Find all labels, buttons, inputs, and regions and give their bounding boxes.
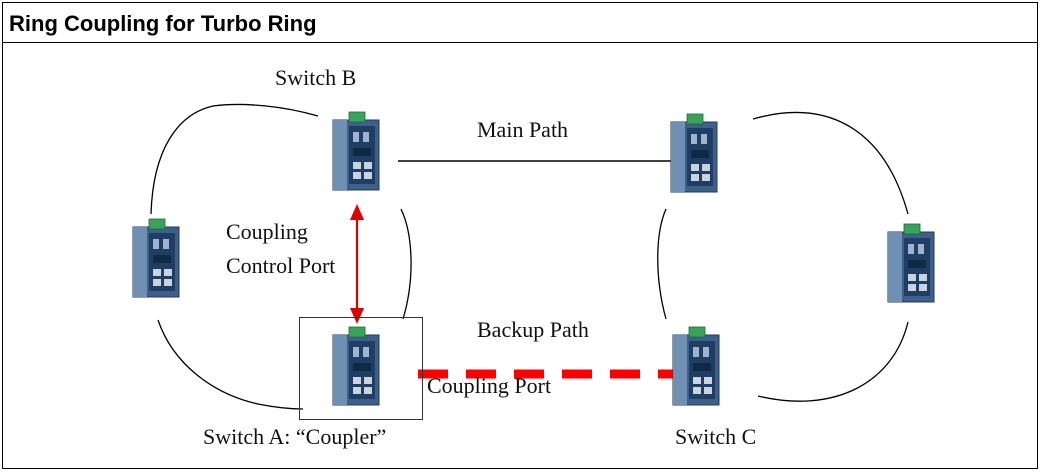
diagram-title: Ring Coupling for Turbo Ring	[9, 11, 317, 36]
coupling-control-arrow	[350, 204, 364, 324]
coupler-highlight-box	[299, 317, 423, 420]
ring-arc-right-bottom	[757, 321, 909, 402]
switch-b-label: Switch B	[275, 65, 357, 90]
switch-c-label: Switch C	[675, 424, 757, 449]
switch-left-icon	[132, 218, 180, 298]
ring-arc-right-inner	[657, 208, 667, 320]
ring-arc-left-top	[150, 103, 319, 215]
coupling-control-port-label-line1: Coupling	[226, 219, 308, 244]
switch-top-right-icon	[670, 113, 718, 193]
ring-arc-left-inner	[400, 208, 412, 320]
switch-a-label: Switch A: “Coupler”	[203, 424, 387, 449]
title-bar: Ring Coupling for Turbo Ring	[3, 3, 1037, 43]
coupling-control-port-label-line2: Control Port	[226, 253, 336, 278]
ring-arc-left-bottom	[157, 319, 304, 410]
diagram-canvas: Switch B Main Path Coupling Control Port…	[3, 44, 1037, 468]
network-diagram	[132, 103, 935, 410]
switch-c-icon	[672, 326, 720, 406]
switch-b-icon	[332, 111, 380, 191]
switch-right-icon	[887, 223, 935, 303]
backup-path-label: Backup Path	[477, 317, 589, 342]
coupling-port-label: Coupling Port	[427, 373, 552, 398]
ring-arc-right-top	[752, 111, 909, 215]
main-path-label: Main Path	[477, 117, 569, 142]
